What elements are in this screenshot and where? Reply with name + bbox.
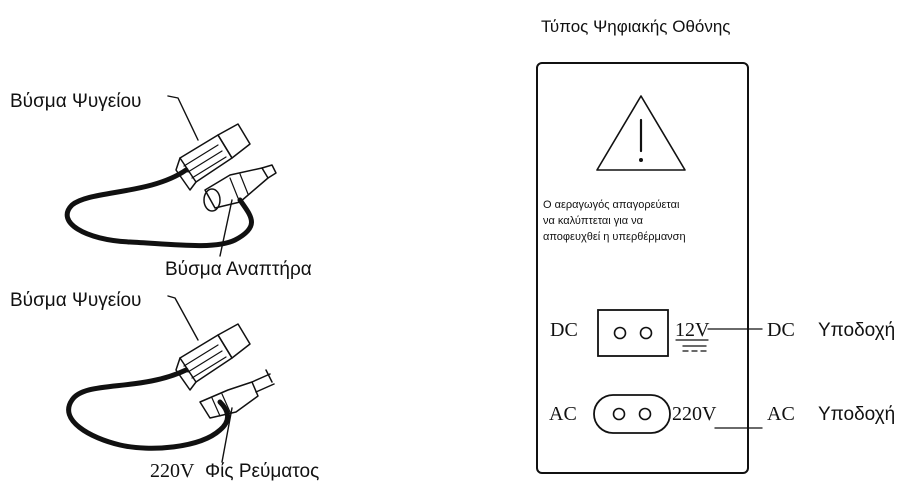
dc-socket-callout-word: Υποδοχή [818, 320, 895, 341]
ac-socket [593, 394, 671, 434]
dc-symbol-icon [682, 345, 707, 352]
panel-title: Τύπος Ψηφιακής Οθόνης [541, 17, 731, 36]
fridge-plug-icon [175, 323, 251, 391]
mains-plug-label: Φίς Ρεύματος [205, 461, 319, 482]
dc-cable-set: Βύσμα Ψυγείου Βύσμα Αναπτήρα [10, 91, 312, 280]
dc-cable-cord [64, 167, 254, 249]
fridge-plug-leader-top [167, 95, 199, 141]
lighter-plug-leader [219, 199, 233, 257]
mains-plug-leader [221, 407, 233, 463]
mains-plug-icon [199, 369, 275, 419]
ac-socket-callout-word: Υποδοχή [818, 404, 895, 425]
ac-voltage-label: 220V [672, 403, 717, 425]
dc-socket-pin-right [639, 326, 653, 340]
ac-socket-pin-left [612, 407, 626, 421]
ac-cable-set: Βύσμα Ψυγείου 220V Φίς Ρεύματος [10, 290, 319, 482]
dc-socket-callout-abbr: DC [767, 319, 795, 341]
warning-text-line-2: να καλύπτεται για να [543, 215, 644, 227]
fridge-plug-icon [175, 123, 251, 191]
voltage-label-220v: 220V [150, 460, 195, 482]
digital-display-panel-figure: Τύπος Ψηφιακής Οθόνης Ο αεραγωγός απαγορ… [536, 17, 895, 474]
ac-socket-callout-abbr: AC [767, 403, 795, 425]
ac-socket-pin-right [638, 407, 652, 421]
lighter-plug-label: Βύσμα Αναπτήρα [165, 259, 312, 280]
dc-voltage-label: 12V [675, 319, 710, 341]
dc-socket [597, 309, 669, 357]
warning-text-line-3: αποφευχθεί η υπερθέρμανση [543, 231, 686, 243]
dc-socket-panel-label: DC [550, 319, 578, 341]
ac-socket-panel-label: AC [549, 403, 577, 425]
warning-triangle-icon [596, 95, 686, 171]
lighter-plug-icon [203, 164, 277, 212]
dc-socket-pin-left [613, 326, 627, 340]
warning-text-line-1: Ο αεραγωγός απαγορεύεται [543, 199, 680, 211]
fridge-plug-label-bottom: Βύσμα Ψυγείου [10, 290, 141, 311]
fridge-plug-label-top: Βύσμα Ψυγείου [10, 91, 141, 112]
fridge-plug-leader-bottom [167, 295, 199, 341]
control-panel-outline [536, 62, 749, 474]
